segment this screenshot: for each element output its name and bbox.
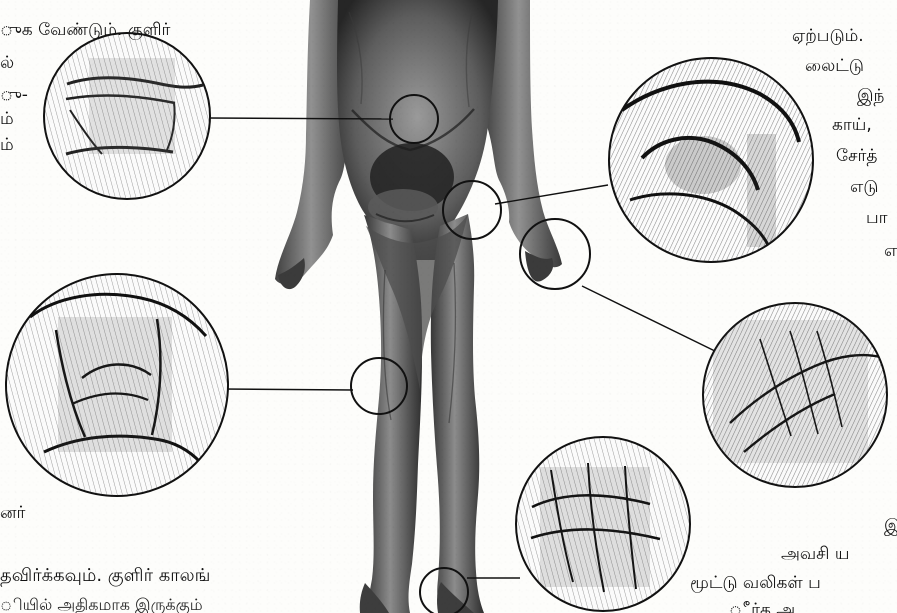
text-top-right-line-2: லைட்டு [805,58,864,75]
joint-circle-knee-top [44,33,210,199]
text-top-right-line-6: எடு [850,179,878,196]
text-bottom-left-line-2: ியில் அதிகமாக இருக்கும் [0,597,203,613]
text-top-right-line-5: சேர்த் [836,148,877,165]
joint-circle-foot [516,437,690,611]
joint-circle-hand [703,303,887,487]
text-top-right-line-8: எ [884,243,897,260]
text-bottom-right-line-2: மூட்டு வலிகள் ப [690,575,821,592]
text-left-bottom-word: னர் [0,505,25,522]
text-bottom-right-line-3: ீர்க அ [729,602,795,613]
text-top-left-line-4: ம் [0,111,14,128]
text-top-left-line-5: ம் [0,137,14,154]
text-top-left-line-2: ல் [0,55,14,72]
text-top-left-line-3: ு- [0,87,28,104]
text-top-right-line-7: பா [866,210,888,227]
text-bottom-left-line-1: தவிர்க்கவும். குளிர் காலங் [0,567,210,585]
text-bottom-right-line-1: அவசி ய [781,546,849,563]
text-right-bottom-word: இ [884,518,897,535]
text-top-left-line-1: ுக வேண்டும். குளிர் [0,22,170,39]
text-top-right-line-3: இந் [857,88,884,105]
text-top-right-line-4: காய், [832,117,872,134]
joint-circle-knee-lower [6,274,228,496]
joint-circle-hip [609,58,814,263]
text-top-right-line-1: ஏற்படும். [792,28,864,45]
